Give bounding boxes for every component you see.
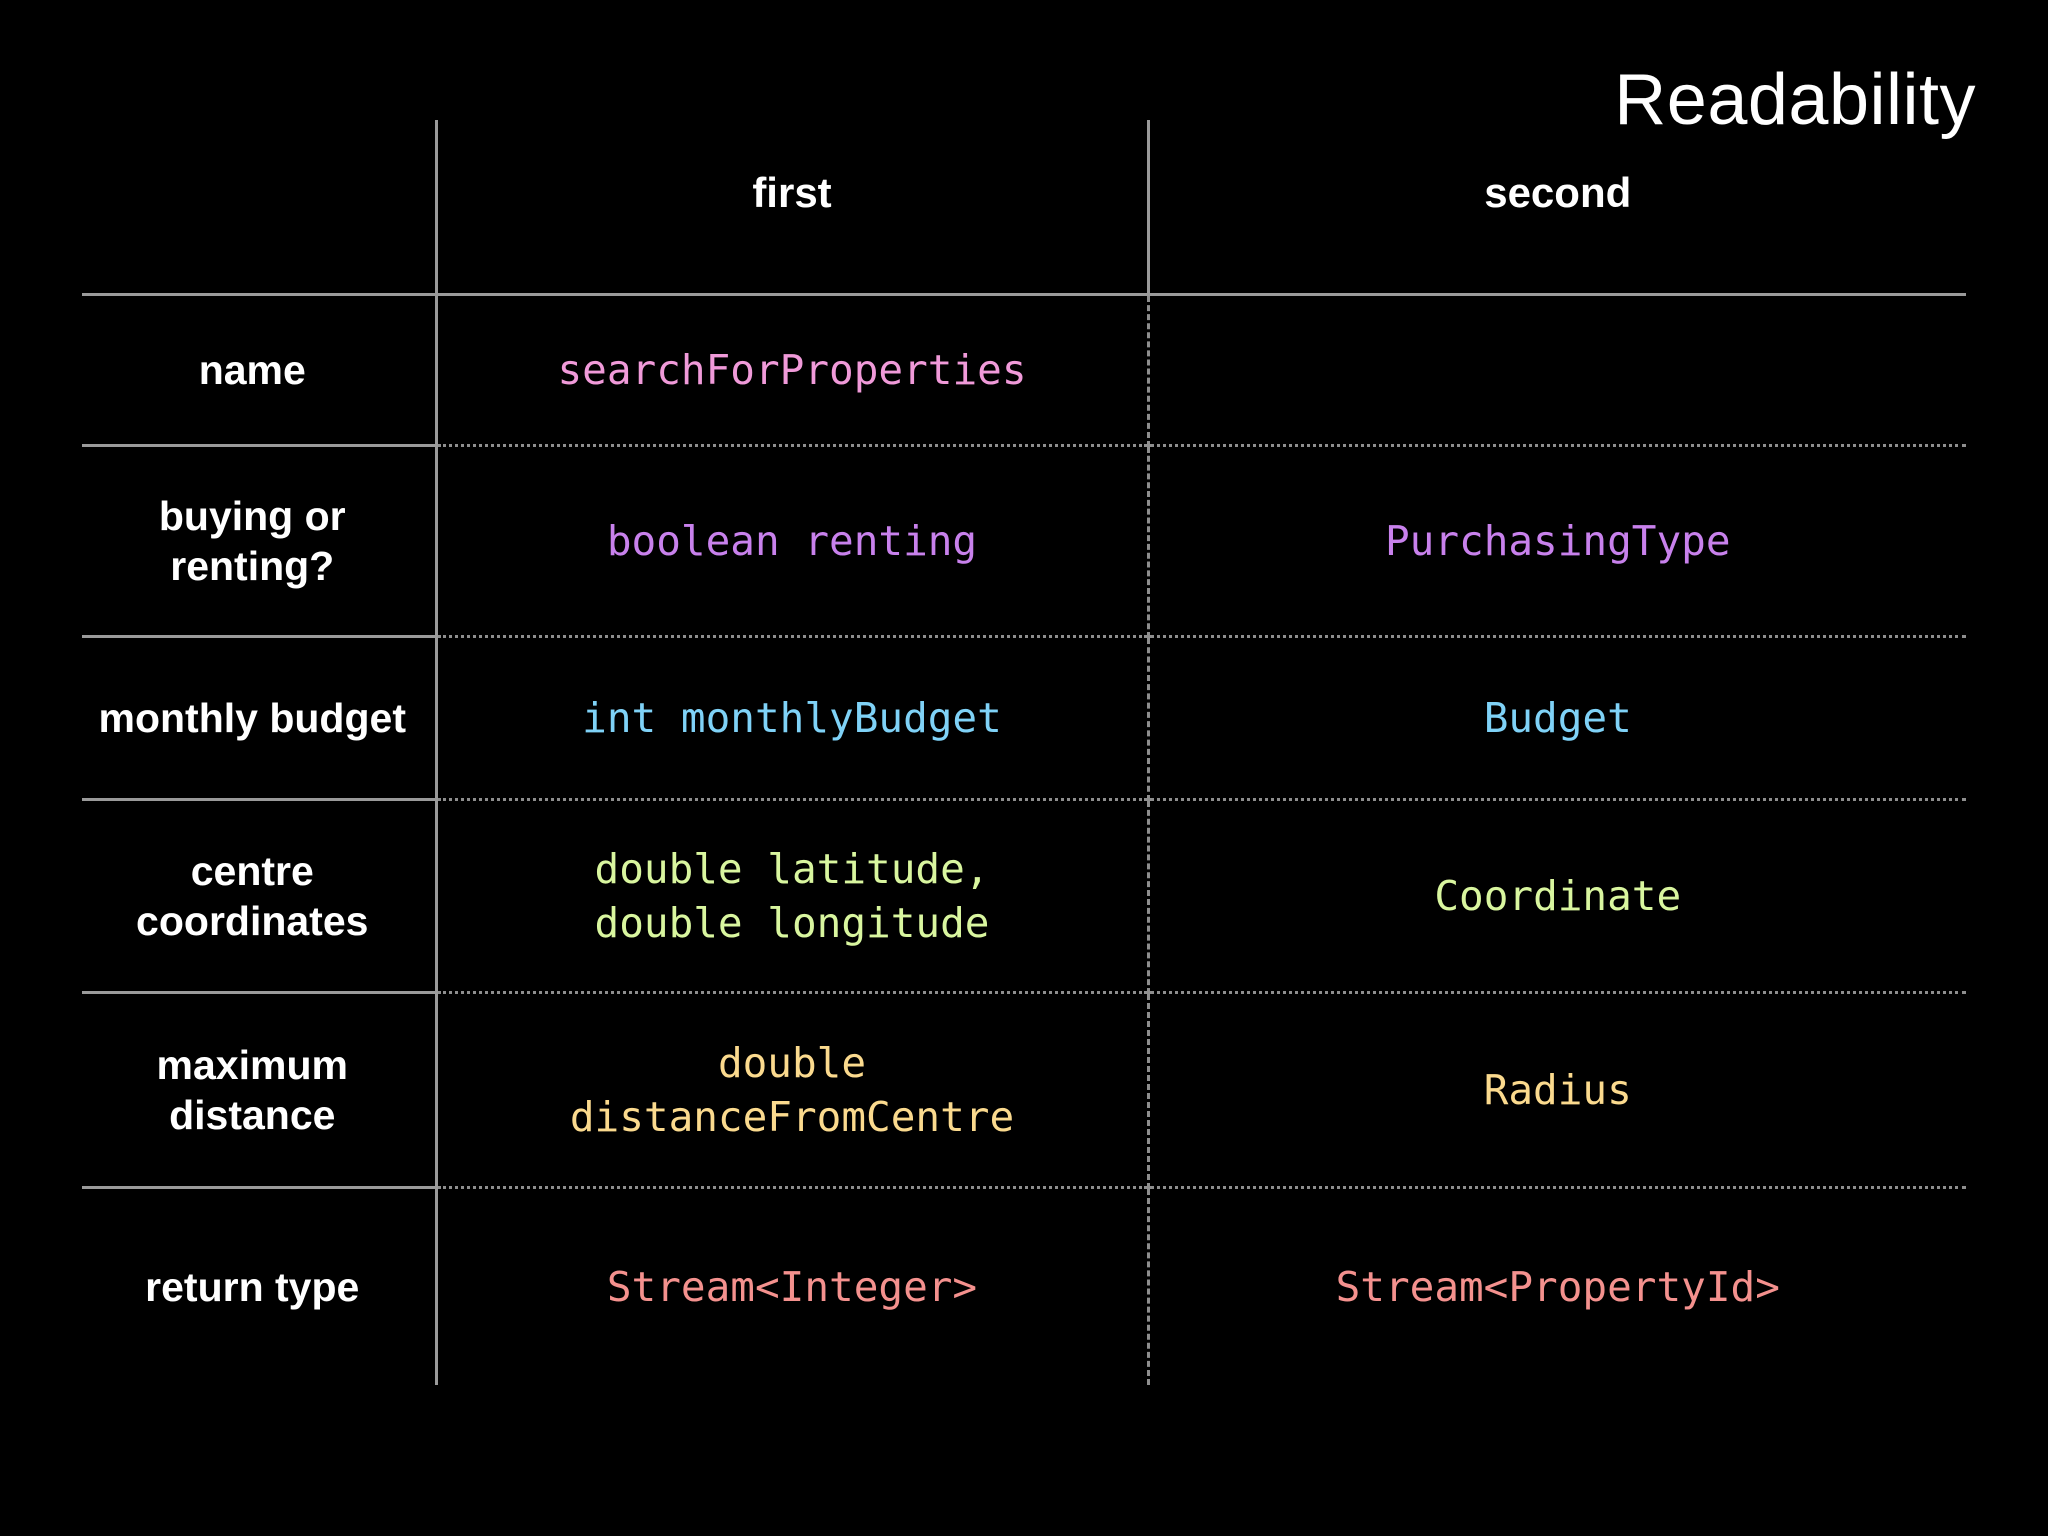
cell-second-name xyxy=(1146,294,1966,447)
row-label-maximum-distance: maximum distance xyxy=(82,992,438,1189)
cell-second-buying-or-renting: PurchasingType xyxy=(1146,445,1966,638)
comparison-table: first second name searchForProperties bu… xyxy=(82,120,1966,1476)
cell-first-maximum-distance: double distanceFromCentre xyxy=(436,992,1148,1189)
cell-second-maximum-distance: Radius xyxy=(1146,992,1966,1189)
row-label-centre-coordinates: centre coordinates xyxy=(82,799,438,994)
cell-first-buying-or-renting: boolean renting xyxy=(436,445,1148,638)
cell-first-return-type: Stream<Integer> xyxy=(606,1262,978,1311)
table-row: buying or renting? boolean renting Purch… xyxy=(82,445,1966,638)
cell-second-centre-coordinates: Coordinate xyxy=(1146,799,1966,994)
readability-comparison-table: first second name searchForProperties bu… xyxy=(82,120,1966,1385)
table-row: monthly budget int monthlyBudget Budget xyxy=(82,636,1966,801)
row-label-return-type: return type xyxy=(82,1187,438,1385)
row-label-monthly-budget: monthly budget xyxy=(82,636,438,801)
row-label-name: name xyxy=(82,294,438,447)
cell-second-return-type: Stream<PropertyId> xyxy=(1146,1187,1966,1385)
cell-first-centre-coordinates: double latitude, double longitude xyxy=(436,799,1148,994)
cell-first-name: searchForProperties xyxy=(436,294,1148,447)
table-row: maximum distance double distanceFromCent… xyxy=(82,992,1966,1189)
table-header-row: first second xyxy=(82,120,1966,296)
table-row: name searchForProperties xyxy=(82,294,1966,447)
table-row: centre coordinates double latitude, doub… xyxy=(82,799,1966,994)
row-label-buying-or-renting: buying or renting? xyxy=(82,445,438,638)
column-header-second: second xyxy=(1148,120,1966,296)
column-header-label xyxy=(82,120,436,296)
cell-first-monthly-budget: int monthlyBudget xyxy=(436,636,1148,801)
table-row: return type Stream<Integer> Stream<Prope… xyxy=(82,1187,1966,1385)
column-header-first: first xyxy=(434,120,1150,296)
cell-second-monthly-budget: Budget xyxy=(1146,636,1966,801)
